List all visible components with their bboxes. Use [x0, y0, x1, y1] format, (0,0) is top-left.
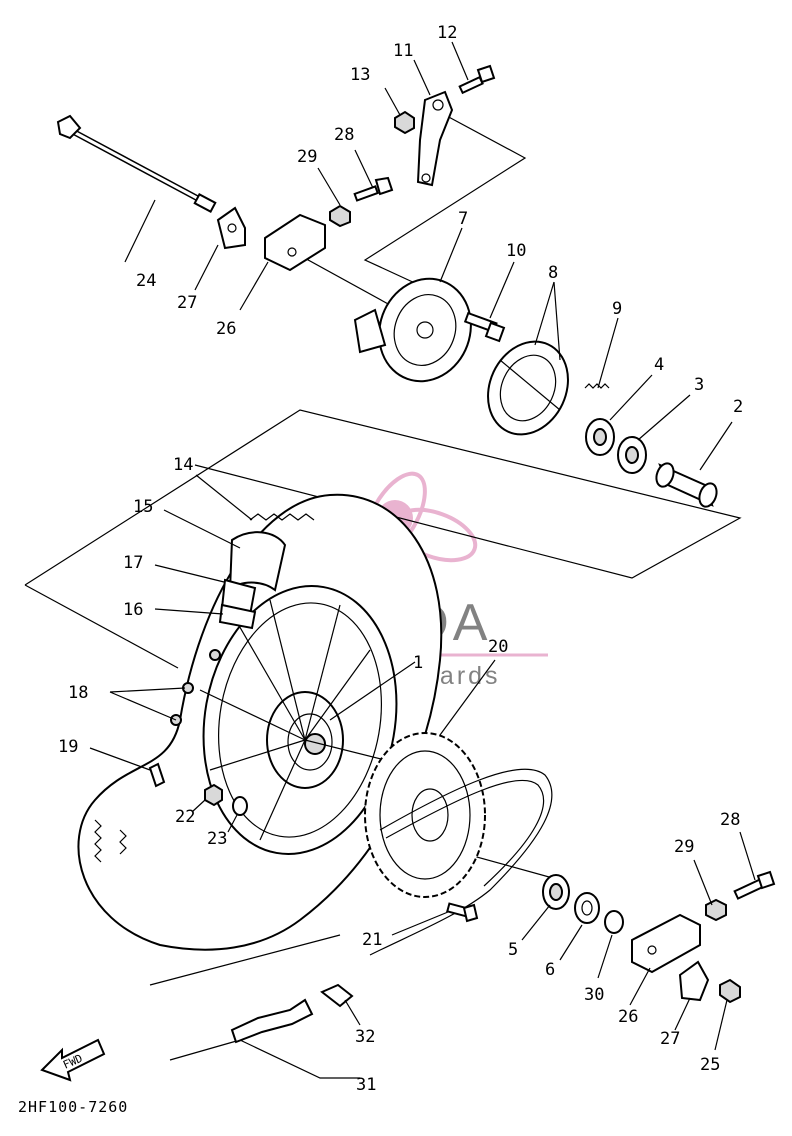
callout-16: 16 — [123, 600, 143, 620]
callout-9: 9 — [612, 299, 622, 319]
callout-17: 17 — [123, 553, 143, 573]
brake-shoes — [487, 340, 569, 436]
drive-chain — [230, 768, 553, 1044]
callout-30: 30 — [584, 985, 604, 1005]
callout-13: 13 — [350, 65, 370, 85]
callout-32: 32 — [355, 1027, 375, 1047]
rear-wheel-assembly — [77, 493, 443, 951]
callout-26-right: 26 — [618, 1007, 638, 1027]
callout-29-right: 29 — [674, 837, 694, 857]
callout-21: 21 — [362, 930, 382, 950]
callout-31: 31 — [356, 1075, 376, 1095]
sprocket-bolt — [446, 902, 479, 923]
chain-puller-left — [216, 206, 326, 272]
callout-12: 12 — [437, 23, 457, 43]
rear-axle — [56, 114, 217, 213]
nut-washer — [204, 783, 248, 816]
callout-19: 19 — [58, 737, 78, 757]
callout-28-top: 28 — [334, 125, 354, 145]
callout-5: 5 — [508, 940, 518, 960]
callout-29-top: 29 — [297, 147, 317, 167]
adjust-bolt — [463, 311, 506, 343]
callout-14: 14 — [173, 455, 193, 475]
chain-puller-right — [631, 870, 776, 1004]
callout-24: 24 — [136, 271, 156, 291]
callout-7: 7 — [458, 209, 468, 229]
right-side-bearing-parts — [542, 874, 624, 934]
callout-20: 20 — [488, 637, 508, 657]
fwd-arrow: FWD — [40, 1038, 106, 1082]
callout-10: 10 — [506, 241, 526, 261]
callout-15: 15 — [133, 497, 153, 517]
callout-27-right: 27 — [660, 1029, 680, 1049]
callout-3: 3 — [694, 375, 704, 395]
bearings-collar — [585, 418, 718, 508]
callout-18: 18 — [68, 683, 88, 703]
callout-8: 8 — [548, 263, 558, 283]
rear-sprocket — [364, 732, 486, 898]
callout-4: 4 — [654, 355, 664, 375]
callout-28-right: 28 — [720, 810, 740, 830]
diagram-code: 2HF100-7260 — [18, 1098, 128, 1116]
callout-6: 6 — [545, 960, 555, 980]
brake-cam-lever — [394, 64, 496, 187]
callout-27-left: 27 — [177, 293, 197, 313]
bolt-nut-top — [329, 176, 394, 228]
callout-1: 1 — [413, 653, 423, 673]
callout-25: 25 — [700, 1055, 720, 1075]
callout-2: 2 — [733, 397, 743, 417]
leader-lines — [89, 41, 756, 1079]
callout-26-left: 26 — [216, 319, 236, 339]
brake-shoe-plate — [353, 277, 472, 383]
callout-23: 23 — [207, 829, 227, 849]
spring — [584, 383, 610, 389]
callout-labels: 1 2 3 4 5 6 7 8 9 10 11 12 13 14 15 16 1… — [58, 23, 743, 1095]
callout-22: 22 — [175, 807, 195, 827]
callout-11: 11 — [393, 41, 413, 61]
